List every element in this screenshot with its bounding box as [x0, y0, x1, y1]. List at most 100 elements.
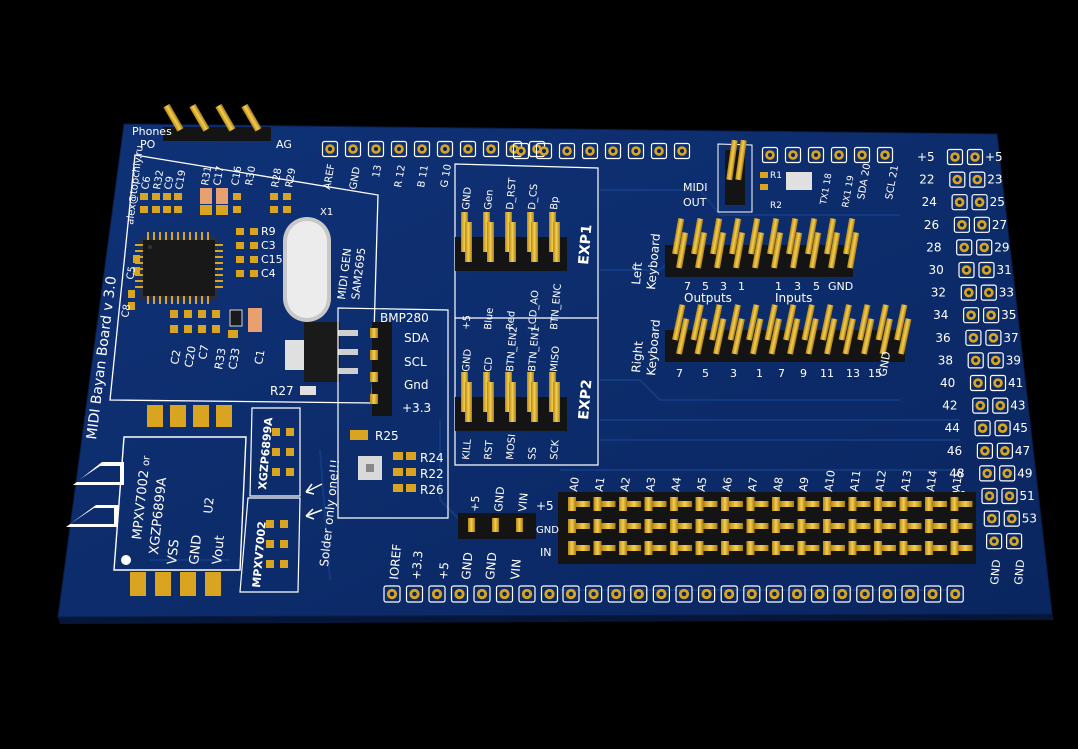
right-hdr-pad-left-hole	[971, 335, 976, 340]
right-kb-num: 7	[778, 367, 785, 380]
analog-pin	[619, 519, 627, 533]
bottom-right-pad	[765, 585, 784, 603]
analog-pin	[823, 497, 831, 511]
bottom-right-pad	[878, 585, 897, 603]
analog-row-gnd: GND	[536, 525, 559, 536]
lbl-c16: C16	[230, 165, 244, 186]
exp2-pin	[487, 382, 494, 422]
lbl-c2: C2	[168, 349, 183, 366]
exp2-top-label: CD	[483, 356, 495, 372]
analog-label: A12	[873, 469, 889, 492]
left-kb-label-1: Left	[629, 261, 645, 285]
analog-pin-tip	[780, 501, 794, 507]
analog-pin-tip	[729, 501, 743, 507]
right-kb-pin	[875, 304, 889, 341]
right-kb-pin	[801, 304, 815, 341]
power-bottom-pad-hole	[389, 591, 395, 597]
right-hdr-label-left: 28	[926, 240, 941, 254]
top-right-pad-hole	[767, 152, 773, 158]
bmp280-title: BMP280	[380, 311, 429, 325]
right-hdr-label-right: 37	[1003, 331, 1018, 345]
right-hdr-label-right: 49	[1017, 466, 1032, 480]
bottom-right-header	[562, 585, 964, 603]
right-hdr-pad-right	[1005, 533, 1023, 550]
right-hdr-gnd-left: GND	[988, 559, 1003, 585]
analog-pin	[848, 497, 857, 511]
right-hdr-pad-left-hole	[992, 539, 997, 544]
right-hdr-pad-left-hole	[989, 516, 994, 521]
right-kb-pin	[746, 304, 760, 341]
lbl-r29: R29	[284, 167, 298, 188]
analog-pin-tip	[882, 545, 896, 551]
xgzp-pads	[272, 428, 294, 476]
right-hdr-pad-left	[974, 420, 991, 437]
left-kb-pin	[714, 232, 727, 269]
analog-pin-tip	[754, 545, 769, 551]
bottom-right-pad-hole	[839, 591, 845, 597]
right-kb-pin	[838, 304, 852, 341]
solder-arrow-1	[305, 483, 323, 495]
exp1-pin	[505, 212, 512, 252]
sensor-pin-vout: Vout	[210, 535, 228, 566]
top-left-pad-hole	[488, 146, 494, 152]
top-left-smd	[140, 188, 291, 215]
right-hdr-label-left: 44	[945, 421, 960, 435]
bottom-right-pad-hole	[613, 591, 619, 597]
right-hdr-pad-right	[989, 374, 1007, 392]
analog-pin	[695, 519, 704, 533]
exp2-pin	[505, 372, 512, 412]
left-kb-pin	[748, 218, 761, 255]
right-hdr-label-right: 51	[1020, 489, 1035, 503]
mpxv-outline	[239, 497, 301, 593]
analog-pin	[797, 519, 806, 533]
right-kb-pin	[805, 318, 819, 355]
right-hdr-pad-left-hole	[969, 313, 974, 318]
right-hdr-label-right: 35	[1001, 308, 1016, 322]
bottom-right-pad	[856, 585, 874, 603]
bottom-right-pad	[630, 585, 648, 603]
exp1-top-label: D_RST	[505, 176, 519, 210]
bottom-right-pad-hole	[636, 591, 642, 597]
power-bottom-pad-hole	[524, 591, 530, 597]
right-hdr-label-left: 26	[924, 218, 939, 232]
bottom-right-pad-hole	[749, 591, 755, 597]
analog-pin-tip	[805, 545, 820, 551]
exp2-bottom-label: SS	[527, 447, 539, 461]
exp1-top-label: Gen	[483, 189, 496, 210]
bottom-right-pad	[946, 585, 964, 603]
bottom-right-pad	[675, 585, 693, 603]
top-mid-pad-hole	[679, 148, 685, 154]
lbl-r1: R1	[770, 171, 782, 181]
right-hdr-pad-right-hole	[1009, 516, 1014, 521]
left-kb-in-num: 5	[813, 280, 820, 293]
analog-pin	[721, 519, 729, 533]
exp1-top-label: GND	[461, 186, 474, 210]
pwr-small-5v: +5	[468, 495, 482, 512]
right-hdr-pad-right	[980, 284, 997, 301]
exp1-pin	[461, 212, 468, 252]
bottom-right-pad-hole	[817, 591, 822, 597]
right-hdr-pad-left-hole	[962, 245, 967, 250]
bmp280-header	[370, 322, 392, 416]
left-kb-out-num: 1	[738, 280, 745, 293]
top-header-right	[512, 142, 894, 164]
analog-pin	[695, 497, 704, 511]
right-hdr-label-left: 46	[947, 444, 962, 458]
analog-pin	[644, 541, 653, 555]
right-hdr-pad-right-hole	[982, 245, 987, 250]
analog-pin-tip	[576, 523, 590, 529]
analog-pin	[593, 519, 602, 533]
power-bottom-label: +3.3	[409, 550, 425, 580]
exp1-title: EXP1	[576, 224, 595, 266]
midi-out-label-2: OUT	[683, 196, 707, 209]
lbl-c6: C6	[140, 175, 153, 190]
analog-pin	[950, 541, 959, 555]
sensor-pin-vss: VSS	[165, 539, 183, 566]
right-hdr-pad-left-hole	[982, 448, 988, 453]
analog-pin-tip	[780, 545, 794, 551]
analog-pin-tip	[856, 523, 871, 529]
analog-pin-tip	[856, 545, 871, 551]
left-kb-pin	[824, 218, 837, 255]
top-mid-pad	[512, 142, 530, 160]
